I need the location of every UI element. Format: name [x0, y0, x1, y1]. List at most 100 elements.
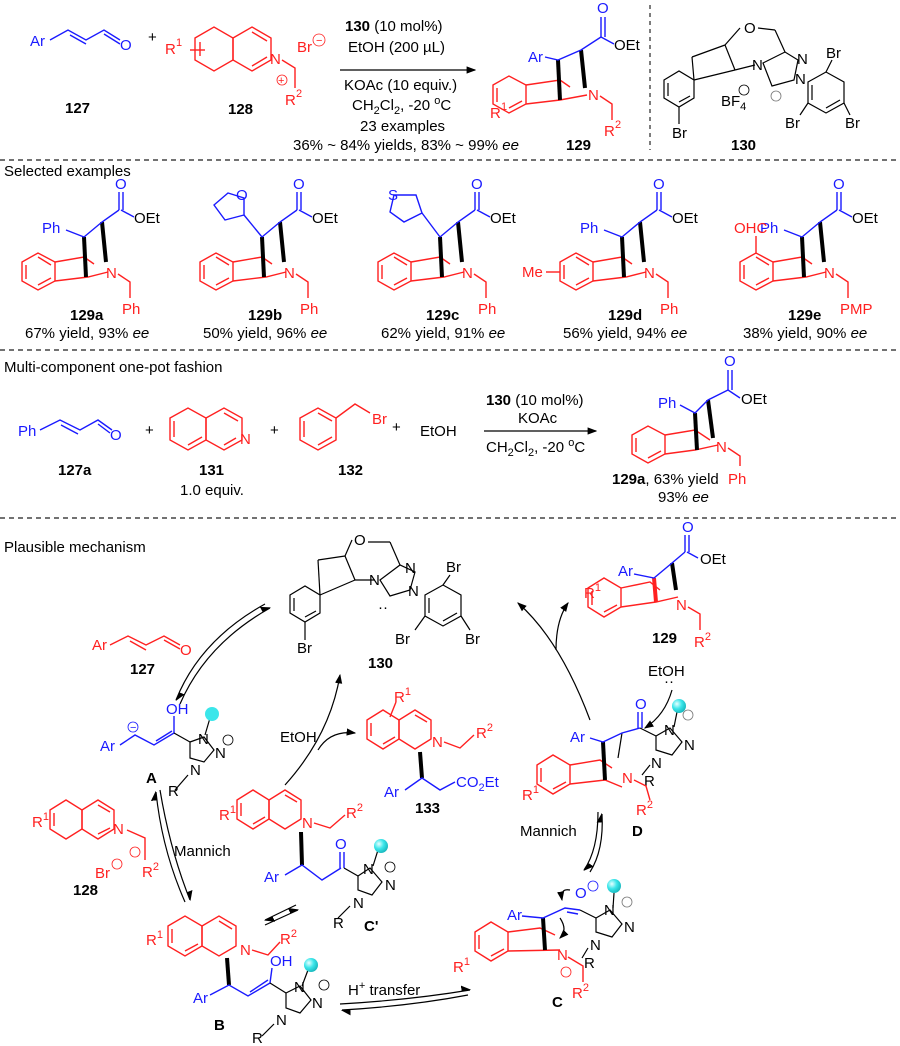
bromo-label: Br — [297, 640, 312, 657]
ethanol-label: EtOH — [648, 663, 685, 680]
bromo-label: Br — [845, 115, 860, 132]
ethanol-label: EtOH — [420, 423, 457, 440]
phenyl-label: Ph — [18, 423, 36, 440]
reactant-128: R 1 N + R 2 Br − 128 — [165, 26, 326, 118]
intermediate-label-A: A — [146, 770, 157, 787]
svg-text:−: − — [130, 722, 136, 734]
nitrogen-label: N — [369, 572, 380, 589]
bromo-label: Br — [672, 125, 687, 142]
yield-ee-range: 36% ~ 84% yields, 83% ~ 99% ee — [293, 137, 519, 154]
n-substituent: Ph — [122, 301, 140, 318]
catalyst-130-carbene: Ar Br O N N N ·· Br Br Br 130 — [289, 532, 480, 672]
aryl-label: Ar — [30, 33, 45, 50]
reaction-conditions: 130 (10 mol%) EtOH (200 µL) KOAc (10 equ… — [293, 18, 519, 154]
bromo-label: Br — [395, 631, 410, 648]
equilibrium-arrow-B-C: H+ transfer — [339, 980, 472, 1016]
r-label: R — [333, 915, 344, 932]
nitrogen-label: N — [276, 1012, 287, 1029]
bromide-label: Br — [297, 39, 312, 56]
section-heading-multicomponent: Multi-component one-pot fashion — [4, 359, 222, 376]
intermediate-label-Cprime: C' — [364, 918, 378, 935]
carbene-lone-pair: ·· — [378, 599, 388, 616]
nitrogen-label: N — [795, 71, 806, 88]
svg-text:130 (10 mol%): 130 (10 mol%) — [345, 18, 443, 35]
nitrogen-label: N — [651, 755, 662, 772]
r2-label: R2 — [636, 799, 653, 819]
r1-label: R1 — [453, 956, 470, 976]
yield-ee: 38% yield, 90% ee — [743, 325, 867, 342]
oxygen-label: O — [354, 532, 366, 549]
intermediate-Cprime: R1 N R2 Ar O N N N R C' — [219, 789, 396, 935]
nitrogen-label: N — [270, 51, 281, 68]
compound-label-127a: 127a — [58, 462, 92, 479]
nitrogen-label: N — [353, 895, 364, 912]
compound-label-133: 133 — [415, 800, 440, 817]
r2-sup: 2 — [615, 119, 621, 131]
minus-charge: − — [316, 35, 322, 47]
lone-pair: ·· — [664, 673, 674, 690]
aryl-label: Ph — [42, 220, 60, 237]
compound-label-127: 127 — [65, 100, 90, 117]
n-substituent: Ph — [660, 301, 678, 318]
n-substituent: Ph — [300, 301, 318, 318]
compound-label-129: 129 — [566, 137, 591, 154]
carbonyl-o: O — [597, 0, 609, 17]
bromide-label: Br — [95, 865, 110, 882]
r1-label: R1 — [146, 929, 163, 949]
compound-label-131: 131 — [199, 462, 224, 479]
nitrogen-label: N — [462, 265, 473, 282]
nitrogen-label: N — [622, 770, 633, 787]
nitrogen-label: N — [284, 265, 295, 282]
aldehyde-127: Ar O 127 — [92, 635, 192, 678]
nitrogen-label: N — [363, 861, 374, 878]
compound-label: 129e — [788, 307, 821, 324]
n-substituent: Ph — [478, 301, 496, 318]
intermediate-B: R1 N R2 Ar OH N N N R B — [146, 915, 330, 1046]
mannich-label: Mannich — [520, 823, 577, 840]
methyl-label: Me — [522, 264, 543, 281]
r2-label: R — [604, 123, 615, 140]
mannich-label: Mannich — [174, 843, 231, 860]
catalyst-130: O N N N Br BF4 Br Br Br 130 — [663, 20, 860, 154]
carbonyl-o: O — [724, 353, 736, 370]
equilibrium-arrow-C-D: Mannich — [520, 811, 603, 873]
catalyst-loading: (10 mol%) — [370, 18, 443, 35]
intermediate-label-C: C — [552, 994, 563, 1011]
nitrogen-label: N — [432, 734, 443, 751]
aryl-label: Ar — [570, 729, 585, 746]
ester-oet: OEt — [672, 210, 699, 227]
catalyst-ref: 130 — [345, 18, 370, 35]
carbonyl-o: O — [293, 176, 305, 193]
product-129a: O OEt Ph N 129a, 63% yield Ph 93% ee — [612, 353, 768, 506]
thiophene-sulfur: S — [388, 187, 398, 204]
compound-label: 129a — [70, 307, 104, 324]
multicomponent-conditions: 130 (10 mol%) KOAc CH2Cl2, -20 oC — [484, 392, 598, 459]
compound-label: 129b — [248, 307, 282, 324]
nitrogen-label: N — [294, 979, 305, 996]
nitrogen-label: N — [240, 431, 251, 448]
r1-label: R — [165, 41, 176, 58]
aryl-label: Ar — [100, 738, 115, 755]
side-product-133: R1 N R2 Ar CO2Et 133 — [366, 686, 500, 817]
compound-label-129: 129 — [652, 630, 677, 647]
ester-oet: OEt — [134, 210, 161, 227]
nitrogen-label: N — [797, 51, 808, 68]
nitrogen-label: N — [302, 815, 313, 832]
r1-label: R1 — [584, 582, 601, 602]
ethanol-attack: EtOH ·· — [643, 663, 685, 729]
carbonyl-o: O — [833, 176, 845, 193]
carbonyl-o: O — [682, 519, 694, 536]
intermediate-label-D: D — [632, 823, 643, 840]
nitrogen-label: N — [385, 877, 396, 894]
r1-label: R — [490, 105, 501, 122]
aryl-label: Ar — [528, 49, 543, 66]
reactant-127a: Ph O 127a — [18, 419, 122, 479]
r-label: R — [584, 955, 595, 972]
r2-label: R2 — [346, 802, 363, 822]
r-label: R — [644, 773, 655, 790]
compound-label-128: 128 — [228, 101, 253, 118]
plus-sign: + — [270, 422, 279, 439]
aryl-label: Ar — [92, 637, 107, 654]
